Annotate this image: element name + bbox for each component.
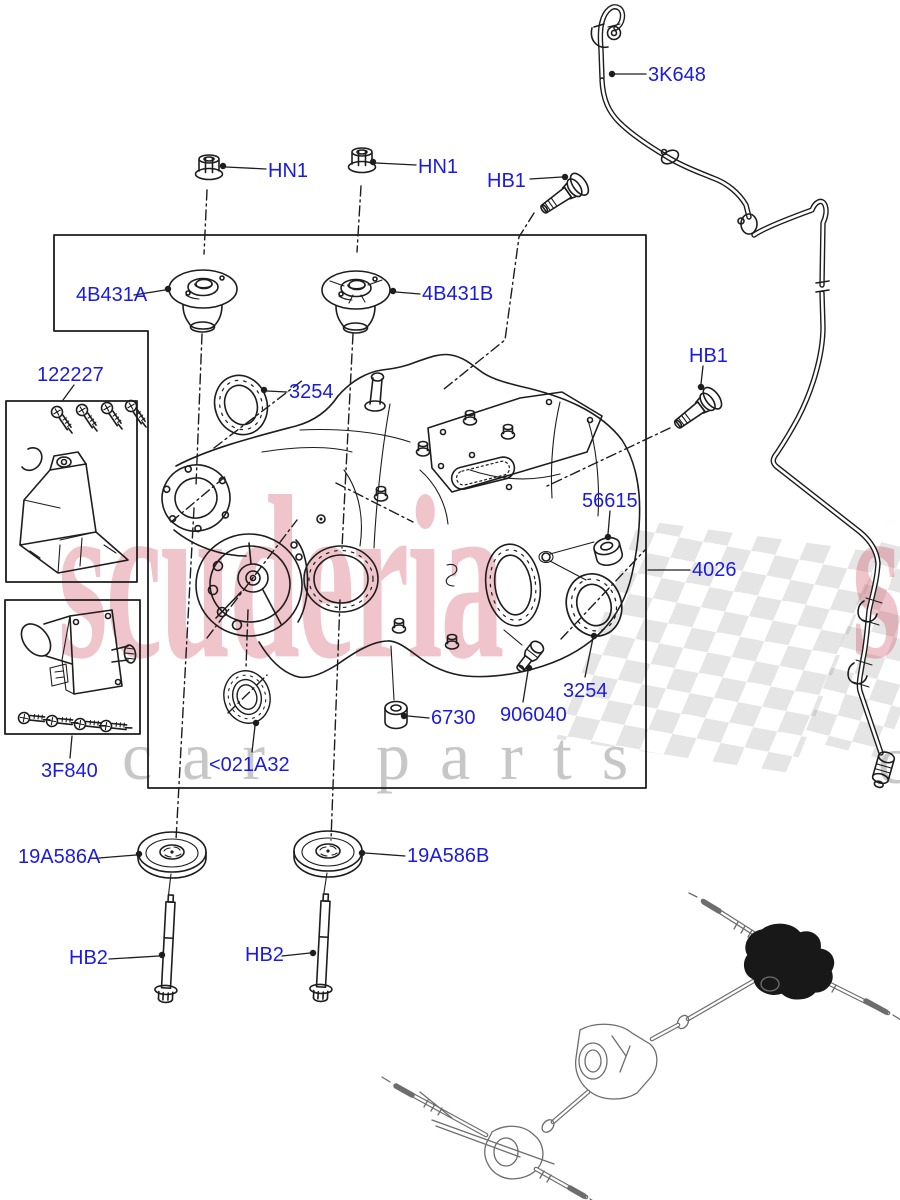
driveline-locator-thumbnail: [381, 892, 900, 1200]
tube-connector-icon: [871, 751, 896, 789]
mount-4b431b-drawing: [321, 270, 391, 334]
nut-hn1-left-drawing: [194, 154, 224, 181]
tube-clip-icon: [737, 213, 758, 235]
bolt-hb2-left-drawing: [153, 893, 183, 1004]
differential-housing-drawing: [161, 353, 641, 701]
part-label-HB1-right[interactable]: HB1: [689, 345, 728, 367]
part-label-HN1-left[interactable]: HN1: [268, 160, 309, 182]
part-label-HB2-right[interactable]: HB2: [245, 944, 284, 966]
seal-021a32-drawing: [217, 664, 277, 730]
part-label-3254-left[interactable]: 3254: [289, 381, 334, 403]
part-label-19A586B[interactable]: 19A586B: [407, 845, 490, 867]
part-label-3K648[interactable]: 3K648: [648, 64, 706, 86]
part-label-HB2-left[interactable]: HB2: [69, 947, 108, 969]
part-label-56615[interactable]: 56615: [582, 490, 638, 512]
part-label-4026[interactable]: 4026: [692, 559, 737, 581]
assembly-axis-lines: [170, 185, 671, 841]
leader-lines: [62, 70, 705, 960]
breather-tube-drawing: [590, 4, 896, 789]
bracket-drawing: [19, 451, 129, 574]
part-label-4B431B[interactable]: 4B431B: [422, 283, 494, 305]
snap-ring-icon: [21, 447, 43, 472]
plug-6730-drawing: [384, 700, 408, 730]
part-label-122227[interactable]: 122227: [37, 364, 104, 386]
shield-19a586b-drawing: [293, 830, 363, 878]
part-label-3254-right[interactable]: 3254: [563, 680, 608, 702]
bolt-hb1-right-drawing: [667, 383, 726, 437]
seal-3254-left-drawing: [206, 367, 276, 443]
mount-4b431a-drawing: [168, 269, 238, 333]
tube-clip-icon: [660, 148, 680, 165]
actuator-motor-drawing: [15, 609, 137, 744]
inset-box-3F840: [4, 599, 141, 735]
part-label-3F840[interactable]: 3F840: [41, 760, 98, 782]
part-label-HN1-right[interactable]: HN1: [418, 156, 459, 178]
tube-clip-icon: [590, 23, 622, 49]
part-label-HB1-top[interactable]: HB1: [487, 170, 526, 192]
part-label-19A586A[interactable]: 19A586A: [18, 846, 101, 868]
part-label-021A32[interactable]: <021A32: [209, 754, 290, 776]
plug-56615-drawing: [593, 536, 624, 567]
diagram-frame: [4, 234, 647, 789]
part-label-6730[interactable]: 6730: [431, 707, 476, 729]
bracket-kit-drawing: [19, 398, 153, 574]
tube-grommet-icon: [847, 597, 883, 688]
part-label-906040[interactable]: 906040: [500, 704, 567, 726]
shield-19a586a-drawing: [137, 831, 207, 879]
inset-box-122227: [5, 400, 138, 583]
bolt-hb2-right-drawing: [308, 892, 338, 1003]
part-label-4B431A[interactable]: 4B431A: [76, 284, 148, 306]
